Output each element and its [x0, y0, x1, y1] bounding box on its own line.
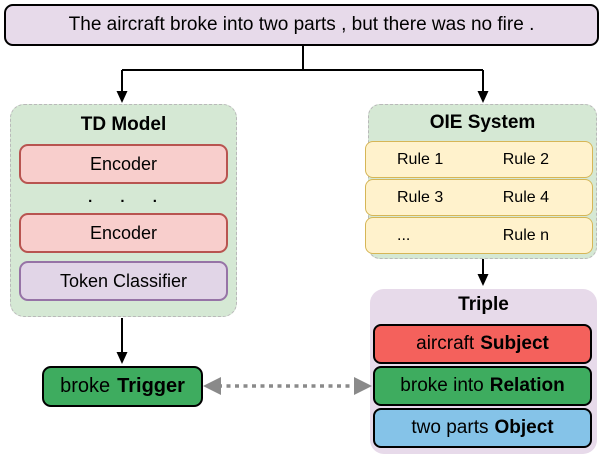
rule-4-label: Rule 4 — [502, 188, 549, 206]
rule-row-2: Rule 3 Rule 4 — [365, 179, 593, 216]
arrowhead-trigger-icon — [116, 352, 128, 364]
rule-1-label: Rule 1 — [397, 150, 444, 168]
subject-text: aircraft — [416, 333, 475, 354]
rule-n-label: Rule n — [502, 226, 549, 244]
rule-3-label: Rule 3 — [397, 188, 444, 206]
encoder-bottom-label: Encoder — [89, 222, 158, 243]
input-sentence-box: The aircraft broke into two parts , but … — [4, 4, 599, 46]
subject-role-label: Subject — [480, 333, 549, 354]
rule-row-1: Rule 1 Rule 2 — [365, 141, 593, 178]
token-classifier-box: Token Classifier — [19, 261, 228, 301]
trigger-role-label: Trigger — [117, 375, 185, 397]
relation-text: broke into — [400, 375, 484, 396]
rule-2-label: Rule 2 — [502, 150, 549, 168]
dashed-arrow-trigger-relation — [203, 377, 372, 395]
triple-subject-box: aircraft Subject — [373, 324, 592, 364]
td-model-container: TD Model Encoder . . . Encoder Token Cla… — [10, 104, 237, 317]
encoder-box-top: Encoder — [19, 144, 228, 184]
relation-role-label: Relation — [489, 375, 565, 396]
trigger-box: broke Trigger — [42, 366, 203, 407]
arrowhead-triple-icon — [477, 274, 489, 286]
arrowhead-oie-icon — [477, 91, 489, 103]
arrowhead-td-icon — [116, 91, 128, 103]
object-text: two parts — [411, 417, 489, 438]
object-role-label: Object — [494, 417, 554, 438]
triple-title: Triple — [458, 294, 509, 315]
encoder-box-bottom: Encoder — [19, 213, 228, 253]
rule-ellipsis-label: ... — [397, 226, 411, 244]
split-arrow-sentence-to-models — [121, 46, 484, 92]
triple-object-box: two parts Object — [373, 408, 592, 448]
triple-relation-box: broke into Relation — [373, 366, 592, 406]
encoder-ellipsis-dots: . . . — [88, 189, 159, 206]
input-sentence-text: The aircraft broke into two parts , but … — [68, 14, 535, 35]
trigger-text: broke — [60, 375, 111, 397]
dashed-arrowhead-left-icon — [203, 377, 221, 395]
rule-row-n: ... Rule n — [365, 217, 593, 254]
td-model-title: TD Model — [80, 114, 167, 135]
encoder-top-label: Encoder — [89, 153, 158, 174]
token-classifier-label: Token Classifier — [59, 270, 188, 291]
oie-system-title: OIE System — [429, 112, 536, 133]
triple-container: Triple aircraft Subject broke into Relat… — [370, 289, 597, 454]
